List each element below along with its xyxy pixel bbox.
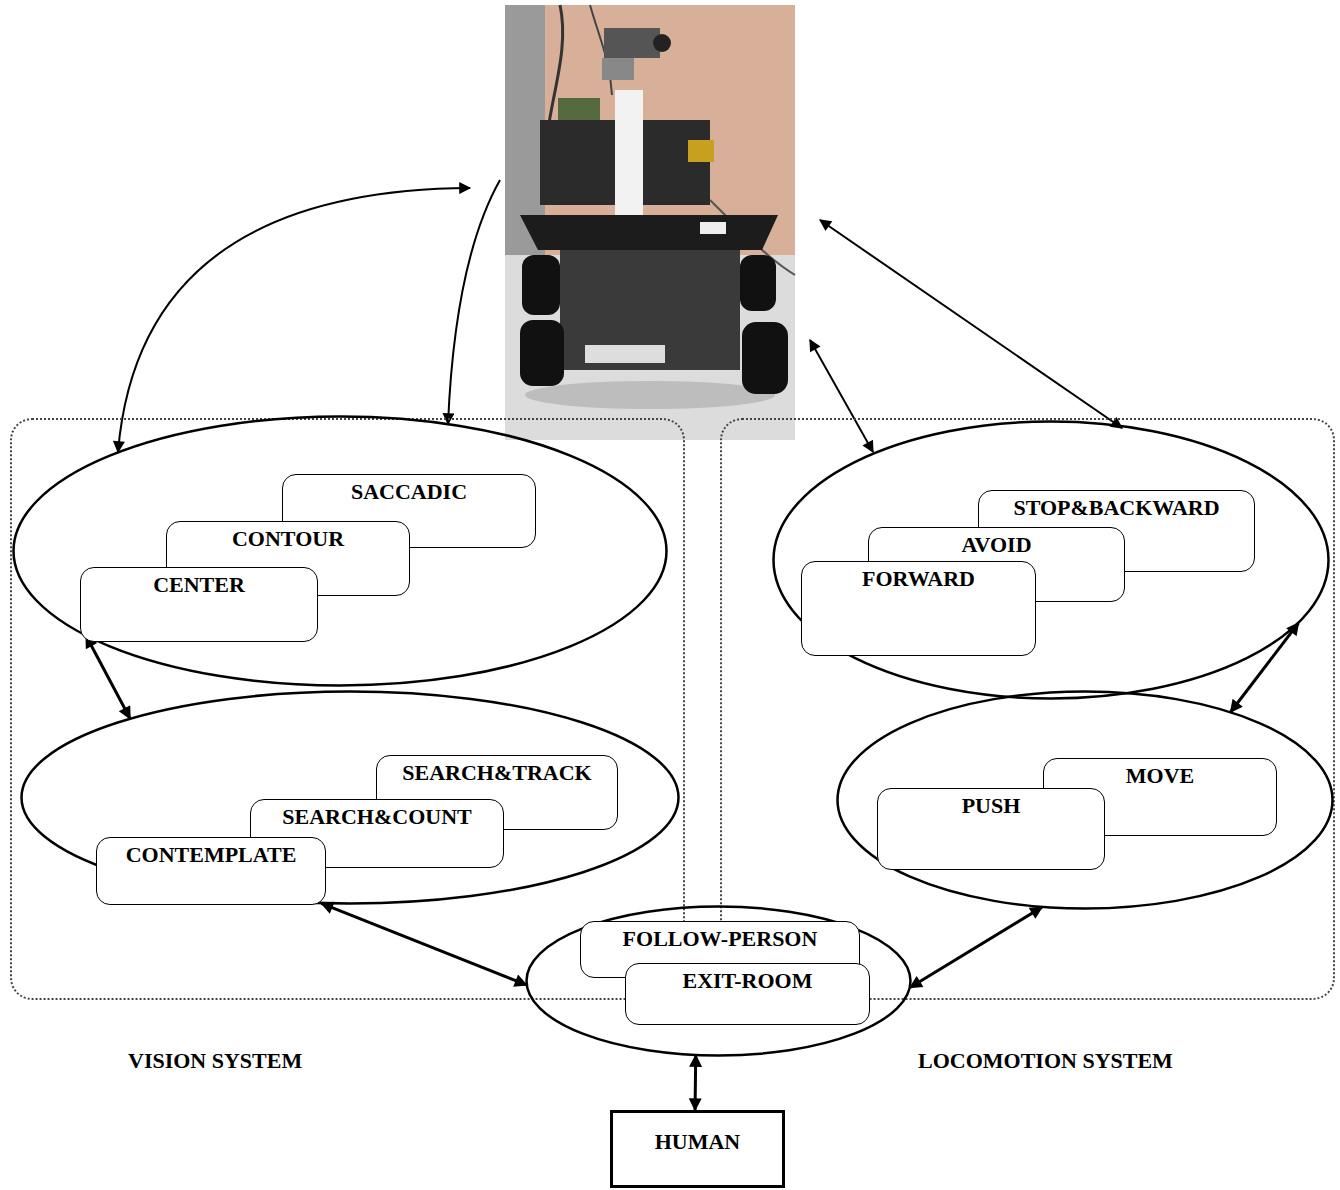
actor-label: HUMAN — [655, 1129, 741, 1155]
chassis — [560, 250, 740, 370]
behavior-label: STOP&BACKWARD — [1013, 495, 1219, 521]
ellipse-outline-shape — [774, 422, 1329, 699]
behavior-label: CONTEMPLATE — [126, 842, 297, 868]
ellipse-outline-shape — [527, 907, 911, 1056]
connector-arrow — [694, 1055, 698, 1110]
behavior-box: PUSH — [877, 788, 1105, 870]
human-box: HUMAN — [610, 1110, 785, 1188]
wheel — [740, 255, 776, 311]
label-holder: LOCOMOTION SYSTEM — [918, 1048, 1173, 1074]
battery — [688, 140, 714, 162]
behavior-label: SEARCH&TRACK — [402, 760, 591, 786]
behavior-label: EXIT-ROOM — [683, 968, 813, 994]
connector-arrow — [321, 903, 526, 985]
behavior-label: CENTER — [153, 572, 245, 598]
behavior-label: FORWARD — [862, 566, 975, 592]
behavior-label: FOLLOW-PERSON — [623, 926, 818, 952]
mast — [615, 90, 643, 215]
system-label: VISION SYSTEM — [128, 1048, 302, 1074]
robot-link-arrow — [448, 180, 500, 424]
power-strip — [585, 345, 665, 363]
behavior-box: EXIT-ROOM — [625, 963, 870, 1025]
ellipse-outline-shape — [14, 417, 667, 686]
wheel — [520, 320, 564, 386]
robot-link-arrow — [118, 188, 470, 452]
label-holder: VISION SYSTEM — [128, 1048, 302, 1074]
system-region: VISION SYSTEMSACCADICCONTOURCENTERSEARCH… — [10, 418, 685, 1000]
behavior-label: SEARCH&COUNT — [282, 804, 471, 830]
ellipse-outline-shape — [838, 692, 1333, 909]
behavior-box: CONTEMPLATE — [96, 837, 326, 905]
wheel — [522, 255, 560, 315]
behavior-group: MOVE PUSH — [836, 690, 1334, 910]
behavior-group: SEARCH&TRACK SEARCH&COUNT CONTEMPLATE — [20, 690, 680, 905]
behavior-label: MOVE — [1126, 763, 1194, 789]
camera-lens — [653, 34, 671, 52]
behavior-box: FORWARD — [801, 561, 1036, 656]
behavior-label: PUSH — [962, 793, 1021, 819]
system-label: LOCOMOTION SYSTEM — [918, 1048, 1173, 1074]
sticker — [700, 222, 726, 234]
behavior-box: CENTER — [80, 567, 318, 642]
robot-link-arrow — [820, 220, 1122, 428]
connector-arrow — [1231, 623, 1299, 712]
robot-photo — [505, 5, 795, 440]
behavior-group: SACCADIC CONTOUR CENTER — [12, 415, 668, 687]
photo-wall — [505, 5, 795, 440]
connector-arrow — [910, 907, 1042, 987]
connector-arrow — [86, 636, 130, 719]
photo-shadow — [525, 381, 775, 409]
behavior-group: STOP&BACKWARD AVOID FORWARD — [772, 420, 1330, 700]
camera-mount — [602, 58, 634, 80]
platform — [520, 215, 778, 250]
behavior-label: AVOID — [961, 532, 1031, 558]
behavior-label: CONTOUR — [232, 526, 344, 552]
camera-body — [604, 28, 660, 58]
wheel — [742, 322, 788, 394]
system-region: LOCOMOTION SYSTEMSTOP&BACKWARDAVOIDFORWA… — [720, 418, 1335, 1000]
robot-link-arrow — [810, 340, 873, 452]
behavior-label: SACCADIC — [351, 479, 467, 505]
behavior-group: FOLLOW-PERSON EXIT-ROOM — [525, 905, 912, 1057]
